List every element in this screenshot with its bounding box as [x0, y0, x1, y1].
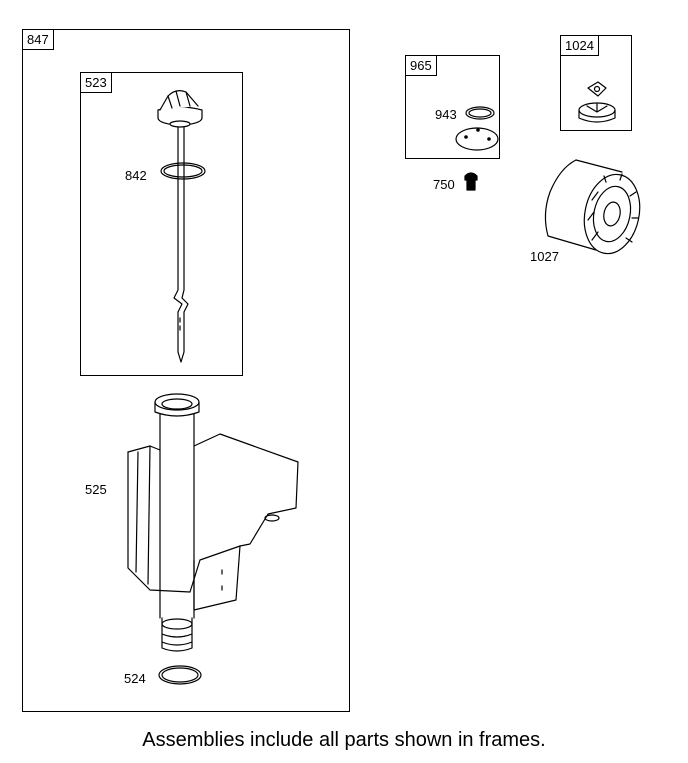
oil-filter-1027: [544, 159, 641, 255]
filter-adapter-1024: [578, 81, 616, 123]
callout-842: 842: [125, 168, 147, 183]
seal-943: [465, 106, 495, 120]
callout-750: 750: [433, 177, 455, 192]
frame-label-847: 847: [22, 29, 54, 50]
dipstick-cap: [157, 90, 203, 128]
callout-943: 943: [435, 107, 457, 122]
callout-525: 525: [85, 482, 107, 497]
frame-label-1024: 1024: [560, 35, 599, 56]
callout-524: 524: [124, 671, 146, 686]
assembly-footnote: Assemblies include all parts shown in fr…: [142, 729, 546, 751]
callout-1027: 1027: [530, 249, 559, 264]
frame-523: [80, 72, 243, 376]
dipstick-blade: [173, 126, 189, 363]
frame-label-965: 965: [405, 55, 437, 76]
frame-965: [405, 55, 500, 159]
frame-label-523: 523: [80, 72, 112, 93]
cover-plate: [455, 127, 499, 151]
frame-847: [22, 29, 350, 712]
dipstick-tube-525: [127, 393, 299, 652]
o-ring-842: [160, 162, 206, 180]
o-ring-524: [158, 665, 202, 685]
screw-750: [464, 172, 478, 191]
